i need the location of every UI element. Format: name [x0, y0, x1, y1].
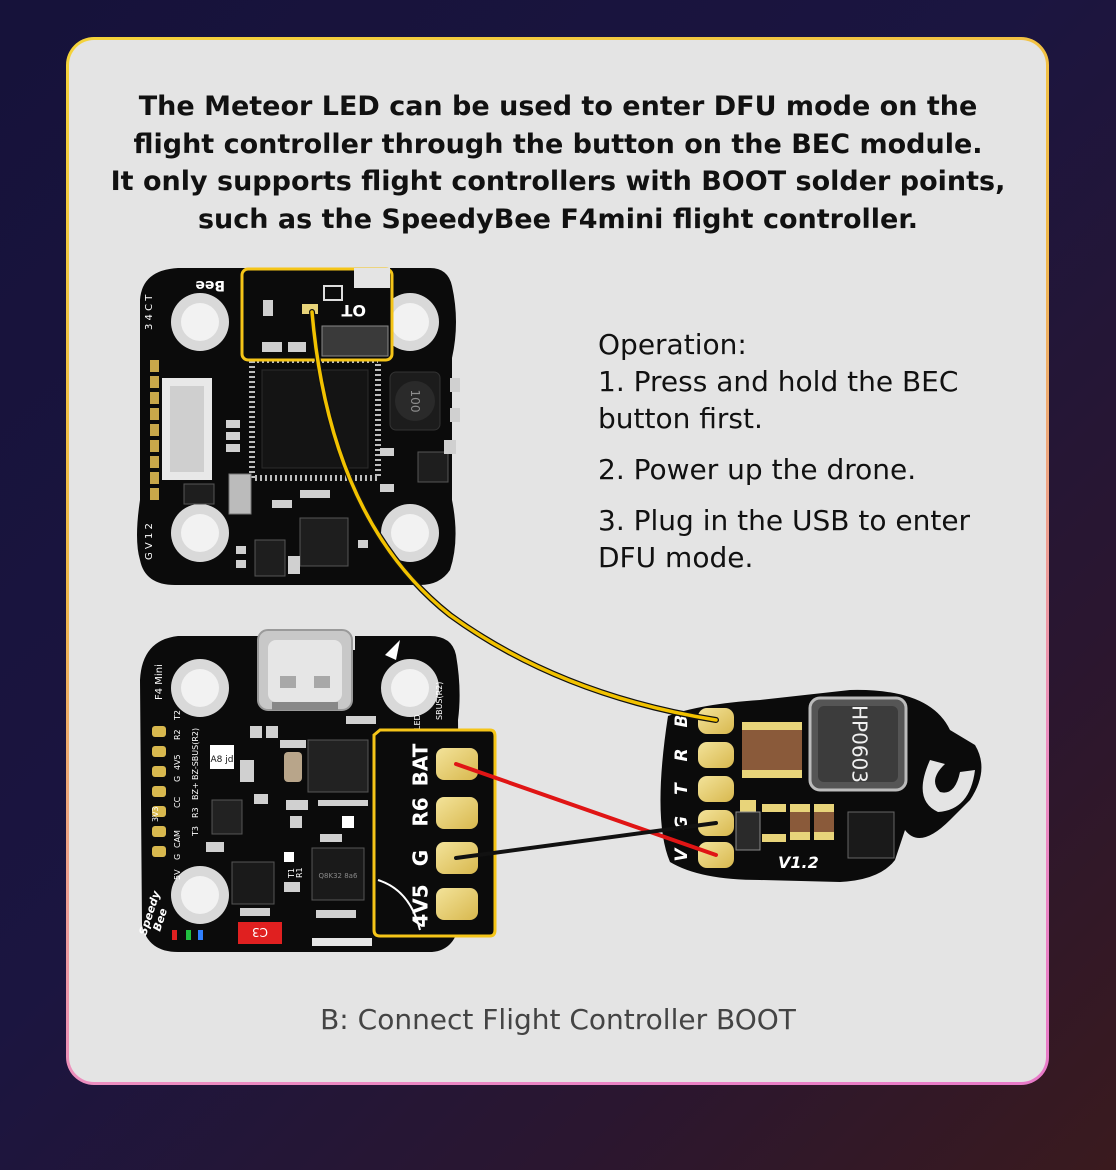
- power-wire-red: [454, 762, 718, 857]
- operation-step-1: 1. Press and hold the BEC button first.: [598, 365, 959, 435]
- inductor-label: 100: [408, 390, 422, 413]
- pin-label-t3: T3: [191, 826, 200, 837]
- pin-label-r2: R2: [173, 729, 182, 740]
- pad-label-4v5: 4V5: [409, 884, 433, 927]
- pin-label-bz-minus: BZ-SBUS(R2): [191, 728, 200, 780]
- pin-label-t1: T1: [287, 868, 296, 879]
- mount-hole-top-right: [381, 293, 439, 351]
- side-pad-column: [150, 360, 159, 500]
- status-leds: [172, 930, 203, 940]
- pin-label-sbus: SBUS(R2): [435, 682, 444, 720]
- mount-hole-f4-bottom-left: [171, 866, 229, 924]
- mount-hole-f4-top-left: [171, 659, 229, 717]
- f4-mcu: [307, 739, 369, 793]
- ground-wire-black: [454, 821, 718, 860]
- bec-label-t: T: [672, 782, 692, 795]
- pin-label-t2: T2: [173, 710, 182, 721]
- silk-edge-top: 3 4 C T: [144, 294, 155, 330]
- led-label: C3: [252, 925, 268, 939]
- f4-pad-column: [152, 726, 166, 857]
- pin-label-r1: R1: [295, 867, 304, 878]
- headline-line-1: The Meteor LED can be used to enter DFU …: [138, 91, 978, 122]
- operation-steps: Operation: 1. Press and hold the BEC but…: [598, 326, 1018, 576]
- bec-pin-t: [698, 776, 734, 802]
- pin-label-g: G: [173, 776, 182, 782]
- operation-step-3: 3. Plug in the USB to enter DFU mode.: [598, 504, 971, 574]
- pad-label-bat: BAT: [409, 743, 433, 786]
- headline: The Meteor LED can be used to enter DFU …: [70, 88, 1046, 238]
- bec-button: [735, 811, 761, 851]
- f4-small-chip: A8 jd: [210, 745, 234, 769]
- pin-label-cc: CC: [173, 796, 182, 808]
- mount-hole-bottom-right: [381, 504, 439, 562]
- headline-line-2: flight controller through the button on …: [133, 128, 983, 160]
- pin-label-5v: 5V: [173, 869, 182, 880]
- capacitor: [228, 473, 252, 515]
- pin-label-cam: CAM: [173, 830, 182, 848]
- wires: [309, 309, 719, 860]
- bec-label-r: R: [672, 748, 692, 761]
- boot-pad-highlight: OT: [240, 267, 394, 362]
- pad-callout: BAT R6 G 4V5: [372, 728, 497, 938]
- operation-step-2: 2. Power up the drone.: [598, 453, 917, 486]
- boot-wire-yellow: [310, 310, 718, 722]
- f4-chip-label: A8 jd: [211, 755, 234, 765]
- bec-regulator: [847, 811, 895, 859]
- silk-brand: Bee: [195, 277, 225, 293]
- mount-hole-top-left: [171, 293, 229, 351]
- bec-inductor: HP0603: [808, 696, 908, 792]
- mosfet-label: Q8K32 8a6: [319, 872, 358, 880]
- silk-boot: OT: [341, 301, 366, 320]
- f4-model-label: F4 Mini: [154, 664, 165, 700]
- pad-label-r6: R6: [409, 797, 433, 826]
- pin-label-bz-plus: BZ+: [191, 782, 200, 800]
- bec-label-v: V: [672, 847, 692, 862]
- usb-c-port: [257, 629, 353, 711]
- mount-hole-f4-top-right: [381, 659, 439, 717]
- headline-line-4: such as the SpeedyBee F4mini flight cont…: [197, 203, 919, 235]
- pin-label-4v5: 4V5: [173, 754, 182, 770]
- mount-hole-bottom-left: [171, 504, 229, 562]
- pad-label-g: G: [409, 850, 433, 866]
- top-flight-controller: 100 Bee 3 4 C T G V 1 2: [137, 267, 460, 585]
- figure-caption: B: Connect Flight Controller BOOT: [320, 1003, 796, 1036]
- pin-label-g2: G: [173, 854, 182, 860]
- pin-label-led: LED: [413, 714, 422, 730]
- pin-label-r3: R3: [191, 807, 200, 818]
- mcu-chip: [249, 357, 381, 481]
- f4-mosfet: Q8K32 8a6: [311, 847, 365, 901]
- bec-module: HP0603 V1.2 B R T G V: [660, 689, 982, 882]
- pad-r6: [436, 797, 478, 829]
- bec-inductor-label: HP0603: [848, 705, 872, 783]
- led-c3: C3: [238, 922, 282, 944]
- direction-arrow-icon: [385, 640, 400, 660]
- headline-line-3: It only supports flight controllers with…: [110, 166, 1006, 197]
- bec-version: V1.2: [778, 853, 819, 872]
- pin-label-3v3: 3V3: [151, 806, 160, 822]
- bec-pin-r: [698, 742, 734, 768]
- silk-edge-bottom: G V 1 2: [144, 523, 155, 560]
- operation-title: Operation:: [598, 328, 747, 361]
- boot-pad: [302, 304, 318, 314]
- power-inductor: 100: [389, 371, 441, 431]
- pad-4v5: [436, 888, 478, 920]
